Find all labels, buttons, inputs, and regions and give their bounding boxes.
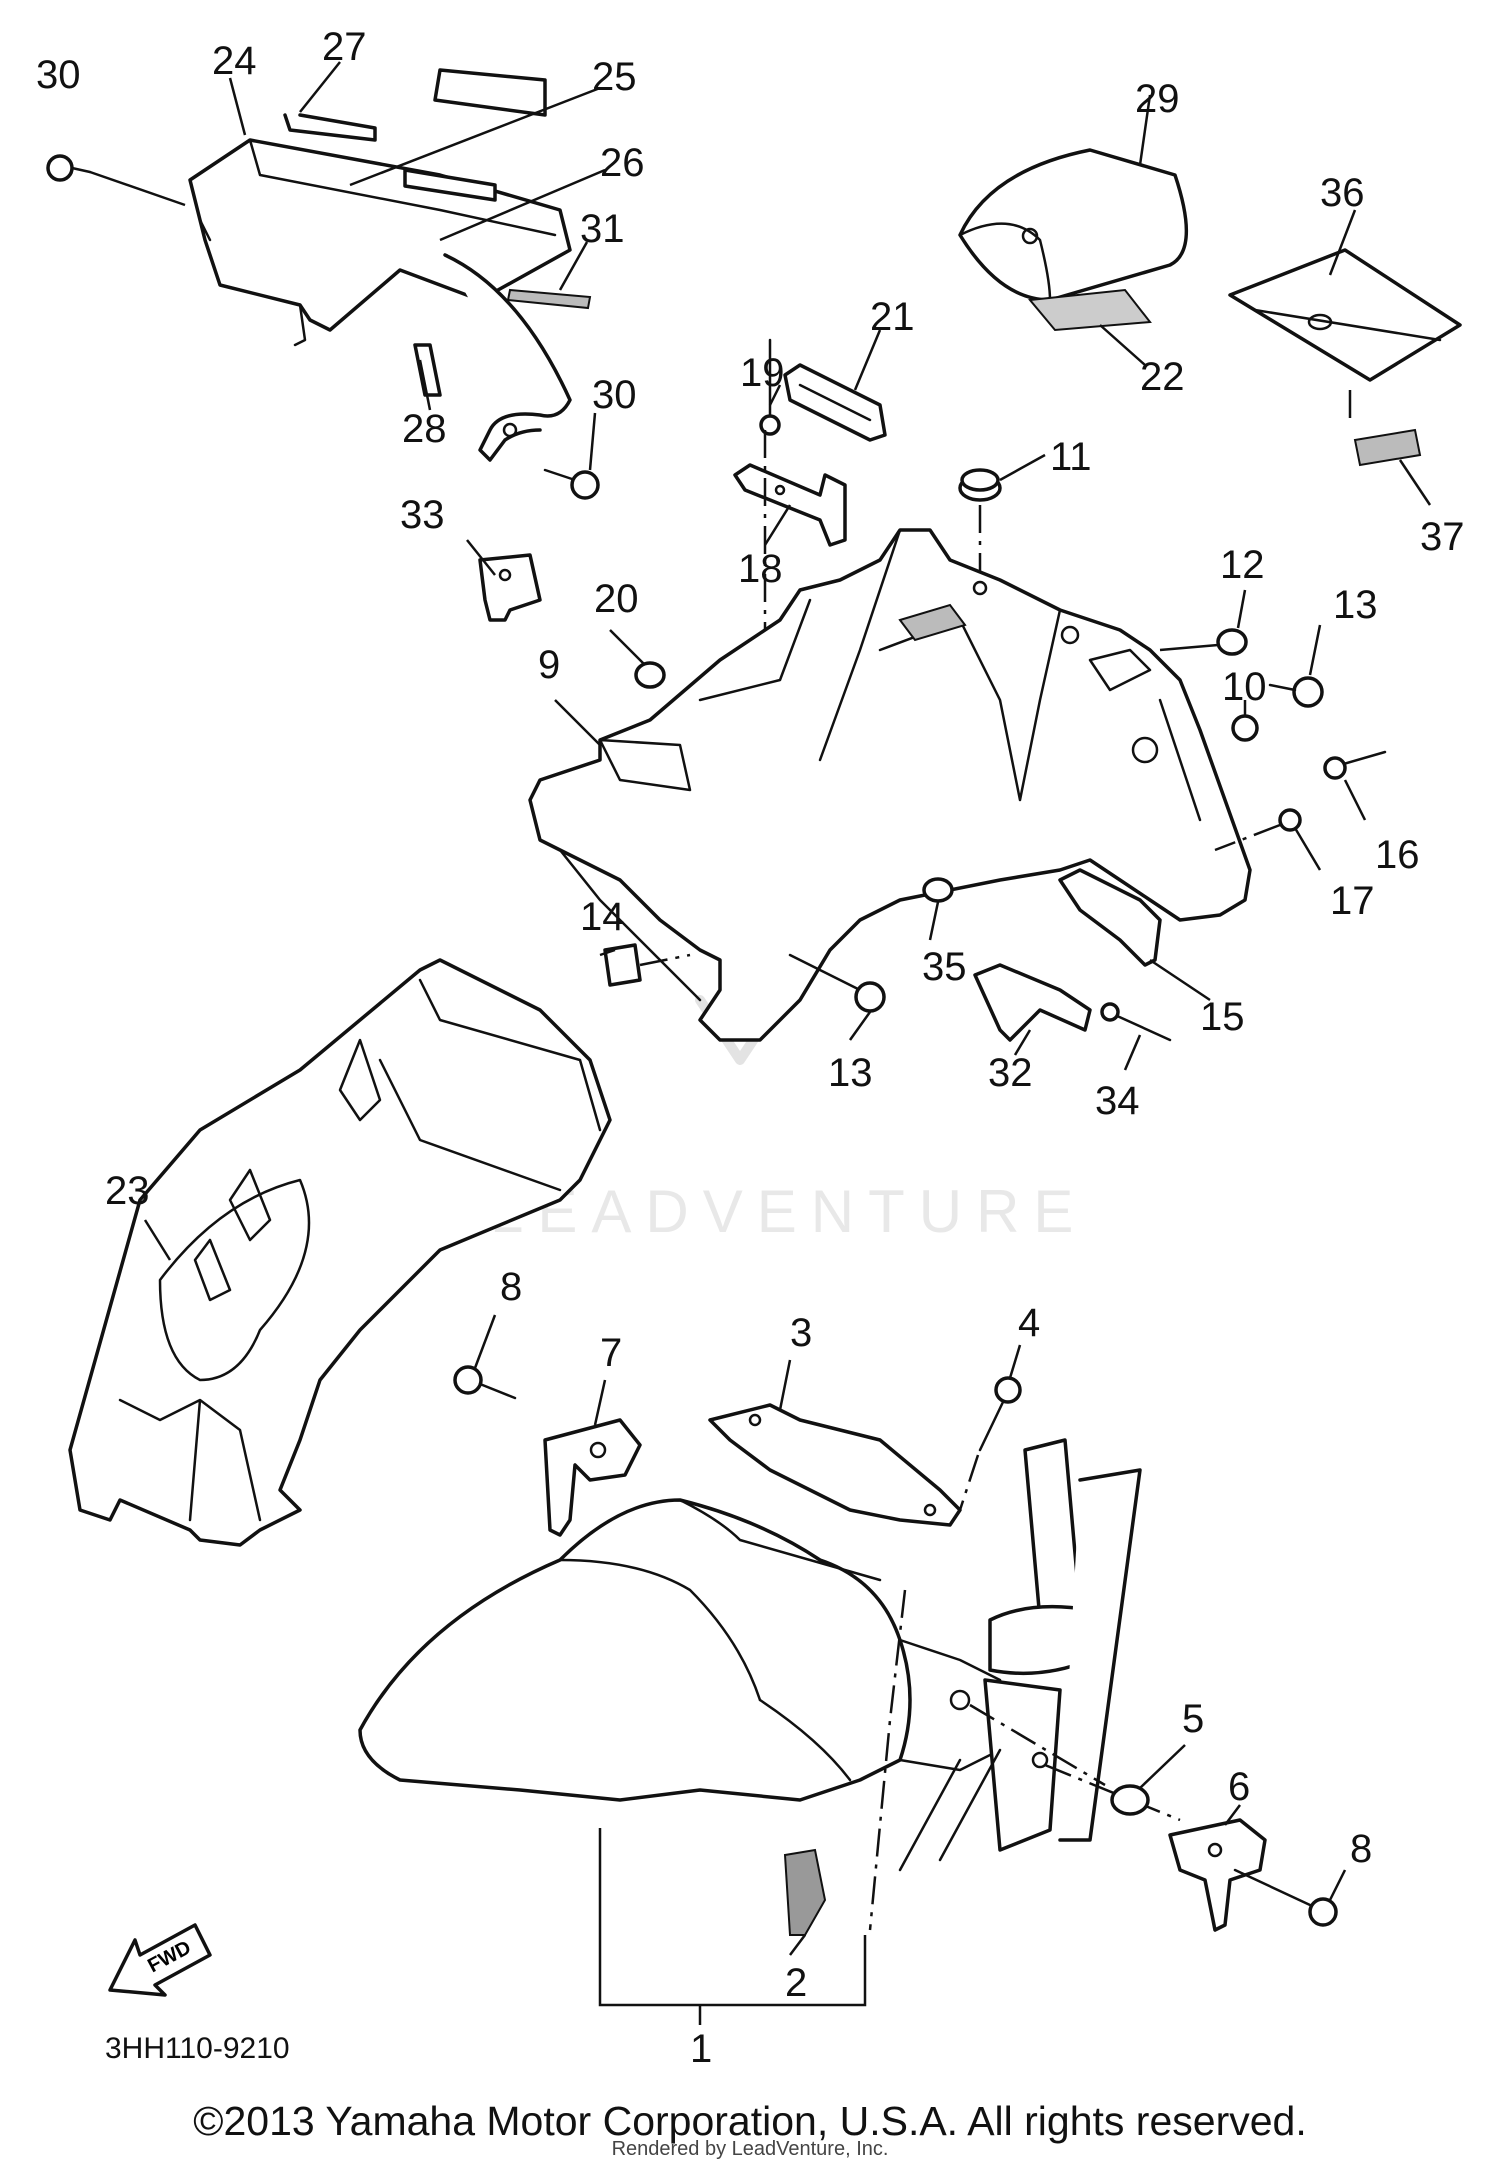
callout-31: 31 bbox=[580, 207, 625, 251]
callout-29: 29 bbox=[1135, 77, 1180, 121]
callout-26: 26 bbox=[600, 141, 645, 185]
part-7-bracket bbox=[543, 1418, 642, 1537]
callout-32: 32 bbox=[988, 1051, 1033, 1095]
callout-19: 19 bbox=[740, 351, 785, 395]
part-8-bolt-lower bbox=[1233, 1868, 1338, 1927]
decals-24-group bbox=[283, 68, 592, 397]
diagram-code: 3HH110-9210 bbox=[105, 2032, 290, 2065]
callout-7: 7 bbox=[600, 1331, 622, 1375]
part-29-cover bbox=[958, 148, 1189, 332]
callout-11: 11 bbox=[1050, 435, 1092, 479]
callout-15: 15 bbox=[1200, 995, 1245, 1039]
callout-36: 36 bbox=[1320, 171, 1365, 215]
callout-13: 13 bbox=[1333, 583, 1378, 627]
callout-2: 2 bbox=[785, 1961, 807, 2005]
callout-10: 10 bbox=[1222, 665, 1267, 709]
watermark: LEADVENTURE bbox=[490, 995, 1087, 1245]
bolt-30-lower bbox=[543, 468, 600, 500]
callout-1: 1 bbox=[690, 2027, 712, 2071]
callout-17: 17 bbox=[1330, 879, 1375, 923]
callout-30: 30 bbox=[36, 53, 81, 97]
part-2-reflector bbox=[783, 1848, 827, 1936]
callout-27: 27 bbox=[322, 25, 367, 69]
callout-37: 37 bbox=[1420, 515, 1465, 559]
callout-30: 30 bbox=[592, 373, 637, 417]
front-fork bbox=[868, 1438, 1181, 1931]
part-4-bolt bbox=[958, 1376, 1022, 1511]
fwd-arrow-icon: FWD bbox=[108, 1923, 212, 1997]
callout-28: 28 bbox=[402, 407, 447, 451]
callout-24: 24 bbox=[212, 39, 257, 83]
callout-25: 25 bbox=[592, 55, 637, 99]
callout-12: 12 bbox=[1220, 543, 1265, 587]
part-35-grommet bbox=[922, 877, 954, 903]
part-5-grommet bbox=[1110, 1784, 1150, 1816]
part-15-reflector bbox=[1058, 868, 1162, 967]
callout-3: 3 bbox=[790, 1311, 812, 1355]
callout-6: 6 bbox=[1228, 1765, 1250, 1809]
callout-35: 35 bbox=[922, 945, 967, 989]
part-13-bolt-lower bbox=[788, 953, 886, 1013]
part-13-bolt-upper bbox=[1268, 676, 1324, 708]
callout-18: 18 bbox=[738, 547, 783, 591]
callout-numbers: 30 24 27 25 26 31 28 30 29 36 22 37 21 1… bbox=[36, 25, 1465, 2071]
callout-9: 9 bbox=[538, 643, 560, 687]
callout-14: 14 bbox=[580, 895, 625, 939]
rendered-by-text: Rendered by LeadVenture, Inc. bbox=[611, 2138, 889, 2160]
part-17-washer bbox=[1214, 808, 1302, 852]
watermark-text: LEADVENTURE bbox=[490, 1178, 1087, 1245]
part-3-bracket bbox=[708, 1403, 962, 1527]
callout-4: 4 bbox=[1018, 1301, 1040, 1345]
part-16-clip bbox=[1323, 750, 1387, 780]
callout-33: 33 bbox=[400, 493, 445, 537]
part-8-bolt-upper bbox=[453, 1365, 517, 1400]
part-19-bolt bbox=[759, 338, 781, 436]
callout-8: 8 bbox=[500, 1265, 522, 1309]
callout-13: 13 bbox=[828, 1051, 873, 1095]
part-6-bracket bbox=[1168, 1818, 1267, 1932]
part-33-bracket bbox=[478, 553, 542, 622]
part-1-front-fender bbox=[358, 1498, 1022, 1802]
part-23-inner-fender bbox=[68, 958, 612, 1547]
part-21-strap bbox=[783, 363, 887, 442]
part-12-collar bbox=[1159, 628, 1248, 656]
callout-leaders bbox=[143, 61, 1432, 2025]
callout-21: 21 bbox=[870, 295, 915, 339]
callout-34: 34 bbox=[1095, 1079, 1140, 1123]
part-20-grommet bbox=[634, 661, 666, 689]
callout-8: 8 bbox=[1350, 1827, 1372, 1871]
callout-23: 23 bbox=[105, 1169, 150, 1213]
callout-20: 20 bbox=[594, 577, 639, 621]
callout-22: 22 bbox=[1140, 355, 1185, 399]
part-34-screw bbox=[1100, 1002, 1172, 1042]
part-14-nut bbox=[603, 943, 691, 987]
part-36-pad bbox=[1228, 248, 1462, 467]
bolt-30-upper bbox=[46, 154, 186, 207]
callout-16: 16 bbox=[1375, 833, 1420, 877]
part-9-rear-fender bbox=[528, 528, 1252, 1042]
callout-5: 5 bbox=[1182, 1697, 1204, 1741]
part-32-bracket bbox=[973, 963, 1092, 1042]
copyright-footer: ©2013 Yamaha Motor Corporation, U.S.A. A… bbox=[193, 2098, 1307, 2144]
part-10-nut bbox=[1231, 714, 1259, 742]
